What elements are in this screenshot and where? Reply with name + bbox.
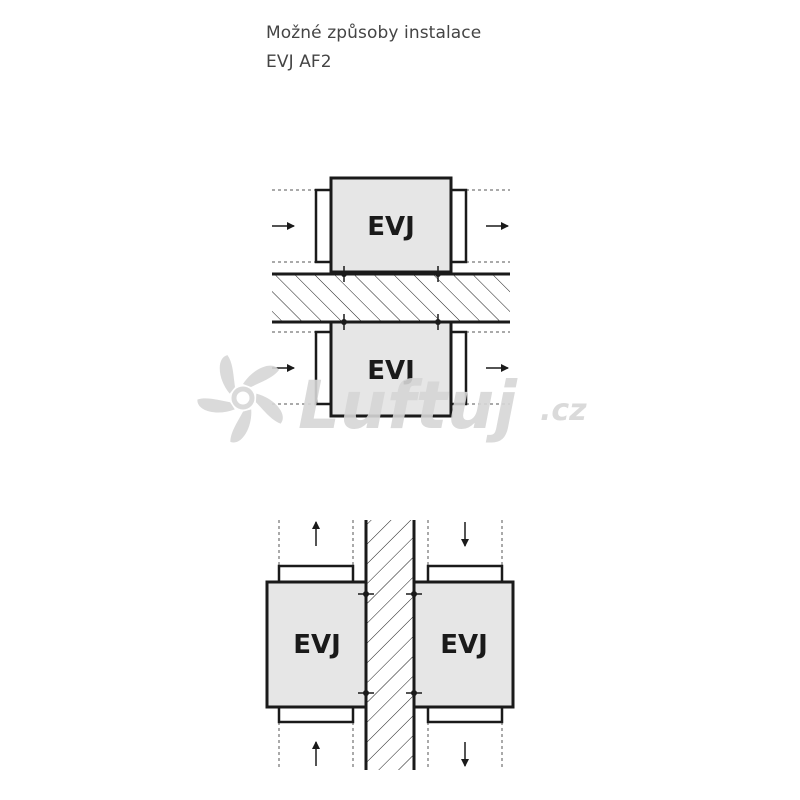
wall-horizontal — [272, 274, 510, 322]
fan-icon — [197, 355, 283, 443]
flange-top — [277, 564, 355, 584]
evj-unit-lower: EVJ — [272, 314, 510, 418]
evj-unit-left: EVJ — [265, 520, 374, 770]
evj-unit-right: EVJ — [406, 520, 515, 770]
flange-top — [426, 564, 504, 584]
unit-label: EVJ — [367, 356, 415, 386]
wall-vertical — [366, 520, 414, 770]
evj-unit-upper: EVJ — [272, 176, 510, 282]
horizontal-installation: EVJ EVJ — [272, 176, 510, 418]
caption-title: Možné způsoby instalace — [266, 23, 482, 43]
unit-label: EVJ — [367, 212, 415, 242]
unit-body — [265, 580, 368, 709]
watermark: Luftuj .cz — [197, 355, 587, 444]
unit-body — [329, 176, 453, 274]
watermark-text: Luftuj — [298, 367, 518, 444]
unit-label: EVJ — [440, 630, 488, 660]
unit-label: EVJ — [293, 630, 341, 660]
caption-model: EVJ AF2 — [266, 52, 332, 72]
unit-body — [412, 580, 515, 709]
vertical-installation: EVJ EVJ — [265, 520, 515, 770]
watermark-suffix: .cz — [540, 393, 587, 428]
unit-body — [329, 320, 453, 418]
